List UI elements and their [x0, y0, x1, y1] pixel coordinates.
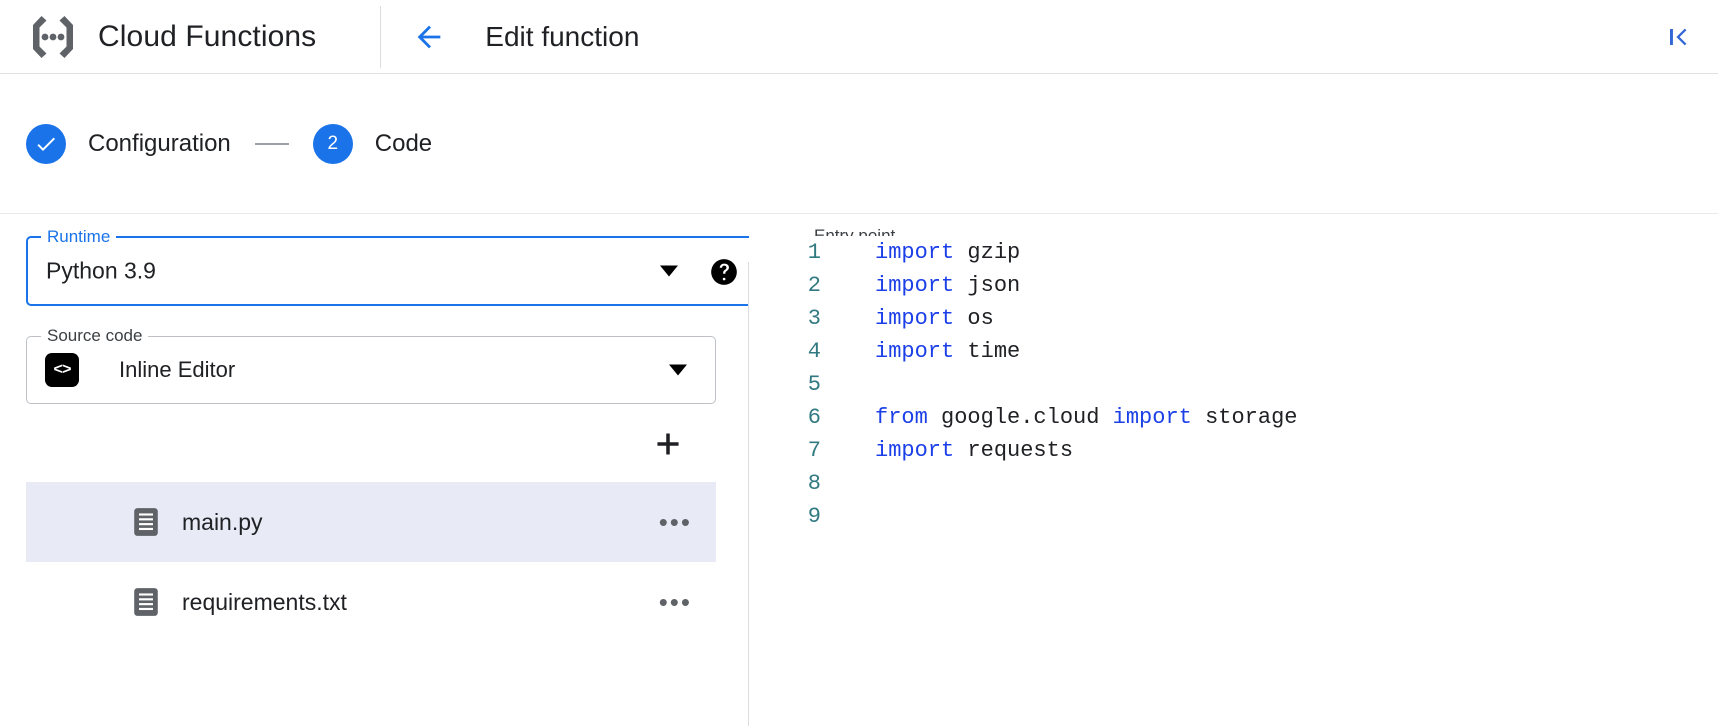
check-icon: [37, 137, 55, 151]
code-line: 9: [749, 500, 1718, 533]
code-text: import os: [875, 302, 994, 335]
line-number: 1: [807, 240, 821, 265]
code-keyword: import: [875, 240, 955, 265]
back-arrow-button[interactable]: [409, 17, 449, 57]
file-document-icon: [133, 587, 159, 617]
line-number: 5: [807, 372, 821, 397]
add-file-button[interactable]: [646, 422, 690, 466]
file-name: requirements.txt: [182, 588, 347, 615]
file-document-icon: [133, 507, 159, 537]
code-line: 3 import os: [749, 302, 1718, 335]
line-number: 7: [807, 438, 821, 463]
line-number: 8: [807, 471, 821, 496]
arrow-left-icon: [417, 25, 441, 48]
file-more-options-icon[interactable]: •••: [658, 507, 692, 537]
code-line: 5: [749, 368, 1718, 401]
step-code-marker: 2: [312, 123, 353, 164]
code-line: 1 import gzip: [749, 236, 1718, 269]
file-row-main-py[interactable]: main.py •••: [26, 482, 716, 562]
plus-icon: [657, 433, 679, 455]
code-text: from google.cloud import storage: [875, 401, 1298, 434]
code-keyword: import: [875, 306, 955, 331]
line-number: 9: [807, 504, 821, 529]
line-number: 4: [807, 339, 821, 364]
runtime-label: Runtime: [41, 227, 117, 247]
step-code[interactable]: 2 Code: [312, 123, 433, 164]
collapse-panel-button[interactable]: [1660, 19, 1696, 55]
line-number: 3: [807, 306, 821, 331]
code-text: import time: [875, 335, 1020, 368]
brand-title: Cloud Functions: [98, 19, 317, 53]
source-code-value: Inline Editor: [119, 357, 236, 382]
step-configuration[interactable]: Configuration: [26, 123, 231, 164]
code-keyword: import: [1112, 405, 1192, 430]
code-keyword: import: [875, 273, 955, 298]
code-identifier: time: [954, 339, 1021, 364]
line-number: 6: [807, 405, 821, 430]
code-text: import requests: [875, 434, 1073, 467]
inline-code-editor[interactable]: 1 import gzip 2 import json 3 import os 4 impor…: [749, 236, 1718, 726]
page-title: Edit function: [485, 20, 640, 52]
file-name: main.py: [182, 508, 263, 535]
chevron-down-icon[interactable]: [660, 265, 678, 277]
file-row-requirements-txt[interactable]: requirements.txt •••: [26, 562, 716, 642]
wizard-stepper: Configuration 2 Code: [0, 74, 1718, 214]
runtime-select[interactable]: Runtime Python 3.9: [26, 227, 762, 306]
code-keyword: from: [875, 405, 928, 430]
step-configuration-label: Configuration: [88, 129, 231, 157]
code-text: import gzip: [875, 236, 1020, 269]
code-line: 6 from google.cloud import storage: [749, 401, 1718, 434]
code-identifier: storage: [1191, 405, 1298, 430]
content-area: Runtime Python 3.9 Entry point main Sour…: [0, 214, 1718, 726]
step-code-label: Code: [374, 129, 433, 157]
code-identifier: requests: [954, 438, 1074, 463]
source-code-label: Source code: [41, 326, 149, 346]
source-code-select[interactable]: Source code <> Inline Editor: [26, 326, 716, 404]
chevron-down-icon[interactable]: [669, 364, 687, 376]
step-configuration-marker: [26, 123, 66, 164]
code-identifier: gzip: [954, 240, 1021, 265]
code-line: 4 import time: [749, 335, 1718, 368]
code-identifier: os: [954, 306, 994, 331]
code-line: 7 import requests: [749, 434, 1718, 467]
line-number: 2: [807, 273, 821, 298]
code-identifier: json: [954, 273, 1021, 298]
runtime-help-icon[interactable]: [710, 258, 738, 286]
file-more-options-icon[interactable]: •••: [658, 587, 692, 617]
code-keyword: import: [875, 438, 955, 463]
code-line: 2 import json: [749, 269, 1718, 302]
source-file-list: main.py ••• requirements.txt •••: [26, 482, 716, 642]
runtime-value: Python 3.9: [46, 257, 156, 284]
code-keyword: import: [875, 339, 955, 364]
brand-area: Cloud Functions: [0, 0, 316, 73]
collapse-panel-left-icon: [1670, 28, 1687, 45]
header-divider: [380, 5, 382, 68]
panel-split-divider: [748, 262, 749, 726]
code-text: import json: [875, 269, 1020, 302]
code-brackets-icon: <>: [45, 353, 79, 387]
step-connector: [254, 142, 289, 145]
app-header: Cloud Functions Edit function: [0, 0, 1718, 74]
code-identifier: google.cloud: [927, 405, 1113, 430]
cloud-functions-logo-icon: [24, 8, 82, 66]
code-line: 8: [749, 467, 1718, 500]
